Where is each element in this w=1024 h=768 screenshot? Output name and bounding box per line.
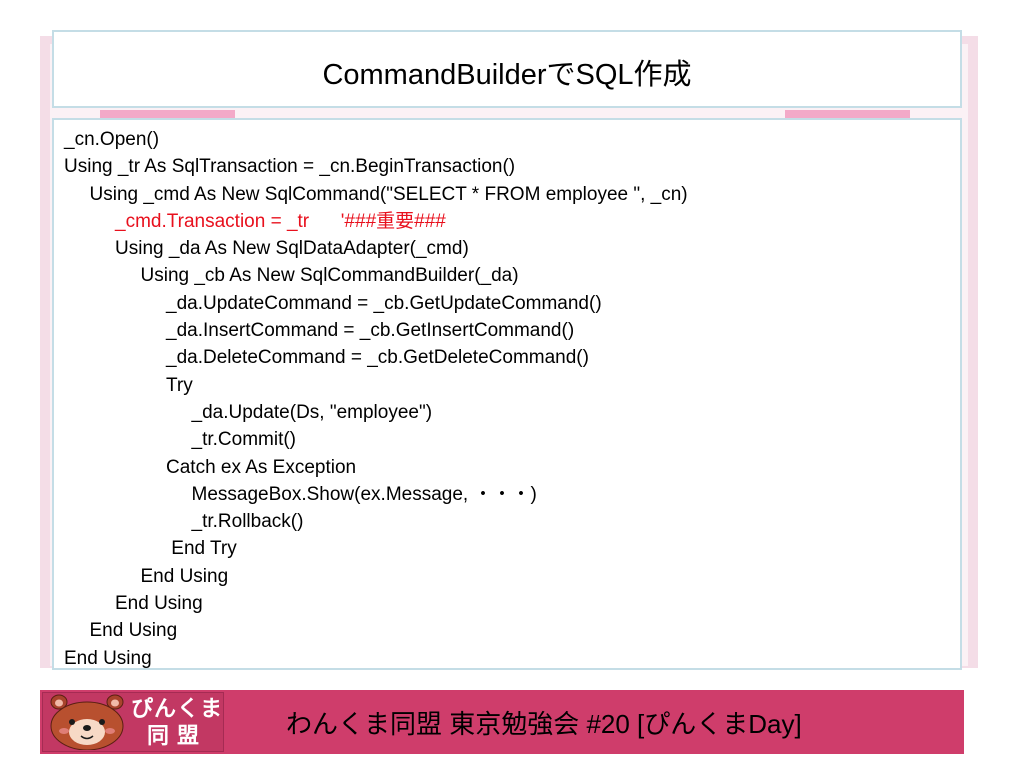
code-listing: _cn.Open() Using _tr As SqlTransaction = … <box>64 126 688 672</box>
code-line: Using _cmd As New SqlCommand("SELECT * F… <box>89 183 688 205</box>
accent-bar-left <box>100 110 235 118</box>
logo-text-line2: 同盟 <box>146 724 207 749</box>
code-line: End Using <box>115 593 203 615</box>
code-line: _tr.Commit() <box>191 429 297 451</box>
code-line: _da.Update(Ds, "employee") <box>191 401 433 423</box>
code-line: End Using <box>64 647 152 669</box>
code-line-highlighted: _cmd.Transaction = _tr '###重要### <box>115 210 446 232</box>
code-line: MessageBox.Show(ex.Message, ・・・) <box>191 483 537 505</box>
code-line: End Using <box>89 620 178 642</box>
code-line: Try <box>166 374 193 396</box>
accent-bar-right <box>785 110 910 118</box>
code-panel: _cn.Open() Using _tr As SqlTransaction = … <box>52 118 962 670</box>
footer-bar: ぴんくま 同盟 わんくま同盟 東京勉強会 #20 [ぴんくまDay] <box>40 690 964 754</box>
bear-mascot-icon <box>50 694 124 750</box>
logo: ぴんくま 同盟 <box>40 690 226 754</box>
code-line: Using _tr As SqlTransaction = _cn.BeginT… <box>64 156 516 178</box>
code-line: _da.DeleteCommand = _cb.GetDeleteCommand… <box>166 347 589 369</box>
code-line: _da.UpdateCommand = _cb.GetUpdateCommand… <box>166 292 602 314</box>
logo-text-line1: ぴんくま <box>131 697 224 722</box>
logo-frame: ぴんくま 同盟 <box>42 692 224 752</box>
code-line: Using _cb As New SqlCommandBuilder(_da) <box>140 265 519 287</box>
code-line: _tr.Rollback() <box>191 511 304 533</box>
footer-title: わんくま同盟 東京勉強会 #20 [ぴんくまDay] <box>286 708 802 739</box>
code-line: _da.InsertCommand = _cb.GetInsertCommand… <box>166 320 575 342</box>
title-panel: CommandBuilderでSQL作成 <box>52 30 962 108</box>
code-line: Using _da As New SqlDataAdapter(_cmd) <box>115 238 469 260</box>
slide-title: CommandBuilderでSQL作成 <box>322 59 692 91</box>
code-line: End Try <box>166 538 237 560</box>
code-line: _cn.Open() <box>64 129 160 150</box>
code-line: End Using <box>140 565 229 587</box>
code-line: Catch ex As Exception <box>166 456 357 478</box>
logo-text: ぴんくま 同盟 <box>131 697 223 751</box>
